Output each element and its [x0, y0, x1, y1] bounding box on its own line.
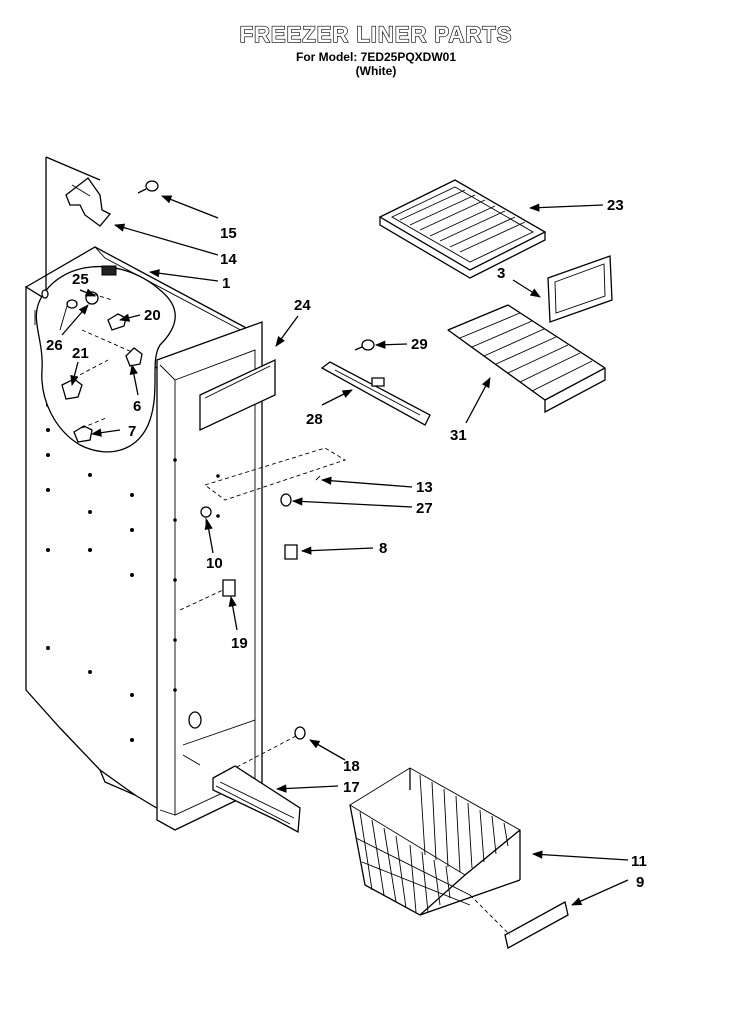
callout-14: 14 — [220, 251, 237, 268]
control-housing-detail — [36, 267, 175, 452]
callout-25: 25 — [72, 271, 89, 288]
callout-27: 27 — [416, 500, 433, 517]
callout-11: 11 — [631, 853, 647, 870]
callout-leaders — [62, 196, 628, 905]
part-15-screw — [138, 181, 158, 193]
model-line: For Model: 7ED25PQXDW01 — [295, 50, 457, 64]
part-9-basket-trim — [470, 895, 568, 948]
liner-mounting-holes — [46, 403, 134, 742]
part-29-screw — [355, 340, 374, 350]
callout-24: 24 — [294, 297, 311, 314]
callout-1: 1 — [222, 275, 230, 292]
callout-26: 26 — [46, 337, 63, 354]
callout-8: 8 — [379, 540, 387, 557]
part-14-bracket — [66, 178, 110, 226]
callout-18: 18 — [343, 758, 360, 775]
control-mounting-area — [205, 448, 345, 559]
callout-29: 29 — [411, 336, 428, 353]
callout-28: 28 — [306, 411, 323, 428]
callout-21: 21 — [72, 345, 89, 362]
callout-20: 20 — [144, 307, 161, 324]
callout-13: 13 — [416, 479, 433, 496]
part-10-fastener — [201, 507, 211, 525]
callout-15: 15 — [220, 225, 237, 242]
part-28-shelf-support — [322, 362, 430, 425]
callout-10: 10 — [206, 555, 223, 572]
callout-labels: 15 14 1 25 20 26 21 6 7 24 23 3 29 28 31… — [46, 197, 647, 891]
part-11-wire-basket — [350, 768, 520, 915]
callout-9: 9 — [636, 874, 644, 891]
part-31-wire-shelf — [448, 305, 605, 412]
page-title: FREEZER LINER PARTS — [239, 21, 513, 47]
part-17-bottom-cover — [213, 766, 300, 832]
callout-7: 7 — [128, 423, 136, 440]
liner-front-frame — [157, 322, 262, 830]
callout-6: 6 — [133, 398, 141, 415]
part-23-wire-shelf — [380, 180, 545, 278]
callout-3: 3 — [497, 265, 505, 282]
part-19-switch — [180, 580, 235, 610]
title-block: FREEZER LINER PARTS For Model: 7ED25PQXD… — [0, 21, 752, 78]
callout-19: 19 — [231, 635, 248, 652]
callout-17: 17 — [343, 779, 360, 796]
part-18-screw — [235, 727, 305, 768]
color-variant: (White) — [355, 64, 397, 78]
callout-31: 31 — [450, 427, 467, 444]
part-3-shelf-frame — [548, 256, 612, 322]
part-24-light-shield — [200, 360, 275, 430]
callout-23: 23 — [607, 197, 624, 214]
